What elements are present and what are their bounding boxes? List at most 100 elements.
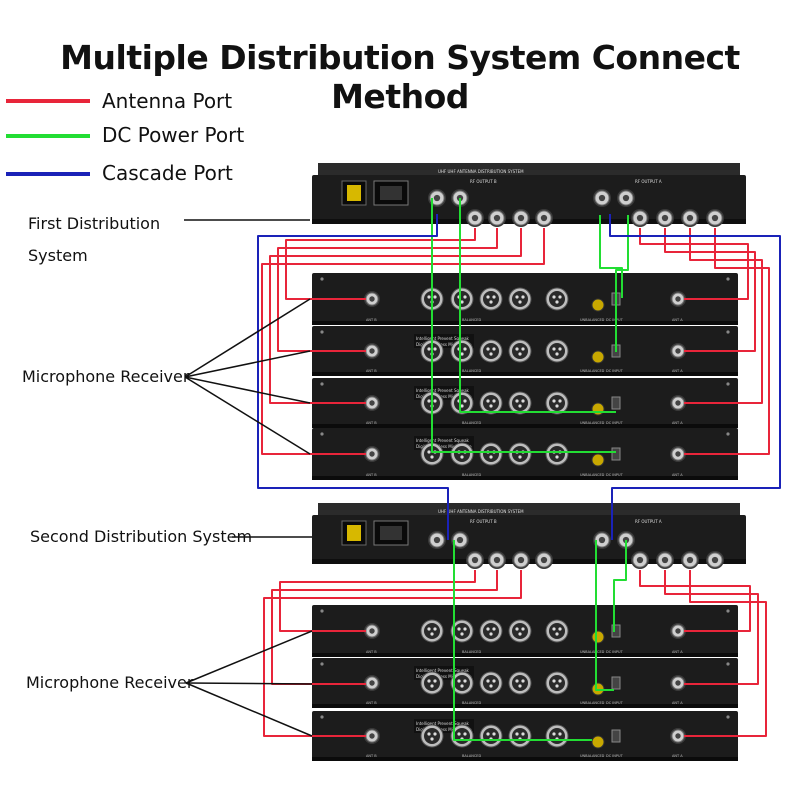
receiver-group-2-unit-2-xlr-5-pin1 [552, 679, 556, 683]
second-distribution-unit-cascade-in-a [593, 531, 611, 549]
receiver-group-2-label: Microphone Receiver [26, 673, 194, 692]
receiver-group-2-unit-3-xlr-4 [508, 724, 532, 748]
receiver-group-1-unit-3-xlr-3-face [483, 395, 499, 411]
first-distribution-unit-cascade-in-a [593, 189, 611, 207]
receiver-group-1-unit-3-xlr-4-pin2 [521, 399, 525, 403]
receiver-group-1-unit-1-xlr-2-pin3 [460, 300, 464, 304]
receiver-group-2-unit-2-xlr-3 [479, 671, 503, 695]
receiver-group-2-unit-3-xlr-1-pin2 [433, 732, 437, 736]
receiver-group-1-unit-2-xlr-4-pin3 [518, 352, 522, 356]
receiver-group-2-unit-1-jack [591, 630, 605, 644]
receiver-group-1-unit-4-xlr-4-face [512, 446, 528, 462]
second-distribution-unit-rf-out-a-1-pin [636, 556, 644, 564]
receiver-group-1-pointer-2 [184, 350, 311, 378]
receiver-group-1-unit-2-xlr-4-pin1 [515, 347, 519, 351]
receiver-group-2-unit-2-xlr-4-pin3 [518, 684, 522, 688]
receiver-group-1-unit-2-xlr-1-pin1 [427, 347, 431, 351]
receiver-group-1-unit-3-xlr-2-pin3 [460, 404, 464, 408]
receiver-group-1-unit-2-xlr-5-pin3 [555, 352, 559, 356]
diagram-title: Multiple Distribution System Connect Met… [60, 38, 740, 116]
second-distribution-unit-rf-out-a-2-pin [661, 556, 669, 564]
first-distribution-unit-rf-out-a-3 [681, 209, 699, 227]
legend-dc-line [6, 134, 90, 138]
receiver-group-2-unit-2-xlr-3-pin2 [492, 679, 496, 683]
antenna-cable-a-1-1 [639, 228, 749, 300]
antenna-cable-b-2-3 [263, 570, 522, 737]
receiver-group-1-unit-4-ant-a [670, 446, 686, 462]
receiver-group-1-unit-3-xlr-3-pin3 [489, 404, 493, 408]
receiver-group-1-unit-2-ant-a-pin [675, 348, 681, 354]
receiver-group-1-unit-3-xlr-5-pin2 [558, 399, 562, 403]
receiver-group-1-unit-2-xlr-2-face [454, 343, 470, 359]
receiver-group-1-unit-1-ant-b-pin [369, 296, 375, 302]
receiver-group-1-unit-3-dc-input-text: DC INPUT [606, 421, 624, 425]
receiver-group-2-unit-3-xlr-5-pin1 [552, 732, 556, 736]
receiver-group-1-unit-2-ant-a-text: ANT A [672, 369, 683, 373]
first-distribution-unit-iec-inlet-face [380, 186, 402, 200]
antenna-cable-a-1-2 [664, 228, 756, 352]
first-distribution-unit-power-switch-rocker [347, 185, 361, 201]
receiver-group-1-unit-2-balanced-text: BALANCED [462, 369, 481, 373]
receiver-group-1-unit-2-xlr-3 [479, 339, 503, 363]
receiver-group-2-unit-3-xlr-4-pin1 [515, 732, 519, 736]
receiver-group-2-unit-3-screw-right [726, 715, 730, 719]
receiver-group-2-unit-2-xlr-2-pin2 [463, 679, 467, 683]
receiver-group-2-unit-1-bottom-edge [312, 653, 738, 657]
receiver-group-2-unit-2-xlr-5-pin2 [558, 679, 562, 683]
receiver-group-1-unit-3-xlr-4-pin1 [515, 399, 519, 403]
first-distribution-unit-cascade-in-b-pin [433, 194, 441, 202]
receiver-group-2-unit-1-dc-input-text: DC INPUT [606, 650, 624, 654]
receiver-group-1-unit-1-xlr-2 [450, 287, 474, 311]
receiver-group-2-unit-1-xlr-2-pin1 [457, 627, 461, 631]
receiver-group-2-unit-2-ant-a-pin [675, 680, 681, 686]
receiver-group-1-unit-3-ant-a [670, 395, 686, 411]
receiver-group-1-unit-1-jack [591, 298, 605, 312]
receiver-group-1-unit-4-badge-line1: Intelligent Prevent Squeak [416, 438, 470, 443]
receiver-group-2-unit-3-xlr-2-pin2 [463, 732, 467, 736]
receiver-group-1-unit-2-ant-a [670, 343, 686, 359]
receiver-group-2-pointer-1 [185, 630, 313, 684]
receiver-group-1-unit-2-xlr-3-pin2 [492, 347, 496, 351]
receiver-group-1-unit-2-jack [591, 350, 605, 364]
receiver-group-1-unit-4-xlr-5 [545, 442, 569, 466]
receiver-group-2-unit-1-xlr-4-pin3 [518, 632, 522, 636]
first-distribution-unit-rf-out-b-2 [488, 209, 506, 227]
receiver-group-2-unit-3-bottom-edge [312, 757, 738, 761]
receiver-group-2-unit-2-unbalanced-text: UNBALANCED [580, 701, 605, 705]
receiver-group-2-unit-3-xlr-4-pin2 [521, 732, 525, 736]
antenna-cable-a-1-3 [684, 228, 763, 404]
second-distribution-unit-rf-out-a-1 [631, 551, 649, 569]
receiver-group-2-unit-2-ant-b-pin [369, 680, 375, 686]
dc-cable-1-receiver-1 [599, 215, 623, 298]
receiver-group-2-unit-1-dc-input [611, 624, 621, 638]
receiver-group-1-unit-1-ant-b-text: ANT B [366, 318, 377, 322]
receiver-group-1-unit-1-xlr-1-pin1 [427, 295, 431, 299]
receiver-group-2-unit-2-xlr-1 [420, 671, 444, 695]
antenna-cable-a-2-2 [664, 570, 759, 685]
receiver-group-1-unit-3-xlr-2 [450, 391, 474, 415]
receiver-group-1-unit-2-xlr-3-face [483, 343, 499, 359]
receiver-group-1-unit-3-screw-right [726, 382, 730, 386]
receiver-group-1-unit-2-screw-left [320, 330, 324, 334]
first-distribution-unit-rf-out-a-1-pin [636, 214, 644, 222]
receiver-group-1-unit-3-badge-line2: Digital Wireless Microphone [416, 394, 472, 399]
receiver-group-1-unit-2-xlr-5-face [549, 343, 565, 359]
receiver-group-2-unit-1-screw-right [726, 609, 730, 613]
receiver-group-2-unit-3-xlr-3-pin2 [492, 732, 496, 736]
first-distribution-unit-rf-out-b-4-pin [540, 214, 548, 222]
receiver-group-1-unit-4-xlr-3-face [483, 446, 499, 462]
receiver-group-1-unit-4-xlr-1-pin3 [430, 455, 434, 459]
receiver-group-1-unit-4-dc-input [611, 447, 621, 461]
receiver-group-1-unit-1-ant-b [364, 291, 380, 307]
receiver-group-2-unit-1-screw-left [320, 609, 324, 613]
second-distribution-unit-rf-out-b-4 [535, 551, 553, 569]
receiver-group-1-unit-4-xlr-3-pin3 [489, 455, 493, 459]
receiver-group-2-unit-1-xlr-4-pin1 [515, 627, 519, 631]
receiver-group-2-unit-2-xlr-5-pin3 [555, 684, 559, 688]
receiver-group-1-unit-1-xlr-3-pin1 [486, 295, 490, 299]
receiver-group-2-unit-3-ant-a [670, 728, 686, 744]
receiver-group-1-unit-1-xlr-5-pin2 [558, 295, 562, 299]
receiver-group-1-unit-1-xlr-4-pin3 [518, 300, 522, 304]
first-distribution-label: First Distribution System [28, 208, 160, 272]
second-distribution-unit-cascade-in-a-pin [598, 536, 606, 544]
